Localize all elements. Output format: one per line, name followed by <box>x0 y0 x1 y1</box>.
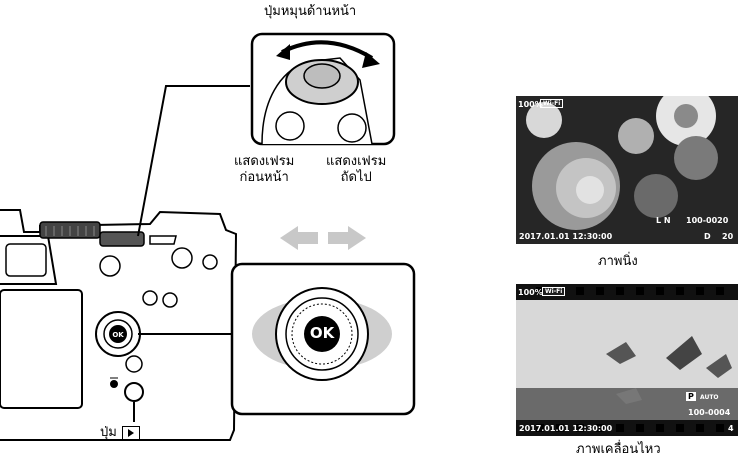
movie-wb: AUTO <box>700 394 719 401</box>
prev-arrow <box>280 226 318 250</box>
still-photo <box>516 96 738 244</box>
movie-battery: 100% <box>518 288 543 297</box>
body-playback-button <box>124 382 144 402</box>
still-datetime: 2017.01.01 12:30:00 <box>519 232 613 241</box>
rear-lcd <box>0 289 83 409</box>
leader-line-dial <box>137 85 250 237</box>
prev-frame-line2: ก่อนหน้า <box>239 170 289 185</box>
prev-frame-line1: แสดงเฟรม <box>234 154 295 169</box>
front-dial-label: ปุ่มหมุนด้านหน้า <box>264 4 357 19</box>
movie-datetime: 2017.01.01 12:30:00 <box>519 424 613 433</box>
still-frame-count: 20 <box>722 232 734 241</box>
movie-photo <box>516 284 738 436</box>
dial-rotation-arrow <box>281 40 374 60</box>
movie-file-number: 100-0004 <box>688 408 731 417</box>
next-frame-line2: ถัดไป <box>340 170 372 185</box>
playback-button-text: ปุ่ม <box>100 425 117 440</box>
movie-frame-count: 4 <box>728 424 734 433</box>
still-wifi-icon: Wi-Fi <box>540 99 564 108</box>
svg-text:OK: OK <box>112 331 124 339</box>
next-frame-line1: แสดงเฟรม <box>326 154 387 169</box>
play-icon <box>121 426 140 440</box>
still-file-number: 100-0020 <box>686 216 729 225</box>
movie-wifi-icon: Wi-Fi <box>542 287 566 296</box>
still-caption: ภาพนิ่ง <box>598 254 638 269</box>
still-quality: L N <box>656 216 671 225</box>
prev-frame-label: แสดงเฟรม ก่อนหน้า <box>234 154 294 186</box>
still-image-screen: 100% Wi-Fi L N 100-0020 2017.01.01 12:30… <box>516 96 738 244</box>
ok-button: OK <box>309 324 335 342</box>
movie-screen: 100% Wi-Fi P AUTO 100-0004 2017.01.01 12… <box>516 284 738 436</box>
playback-button-label: ปุ่ม <box>100 425 140 441</box>
front-dial-on-body <box>99 231 145 247</box>
next-arrow <box>328 226 366 250</box>
movie-caption: ภาพเคลื่อนไหว <box>576 442 661 457</box>
still-protect-icon: D <box>704 232 711 241</box>
next-frame-label: แสดงเฟรม ถัดไป <box>326 154 386 186</box>
still-battery: 100% <box>518 100 543 109</box>
movie-mode: P <box>686 392 696 401</box>
